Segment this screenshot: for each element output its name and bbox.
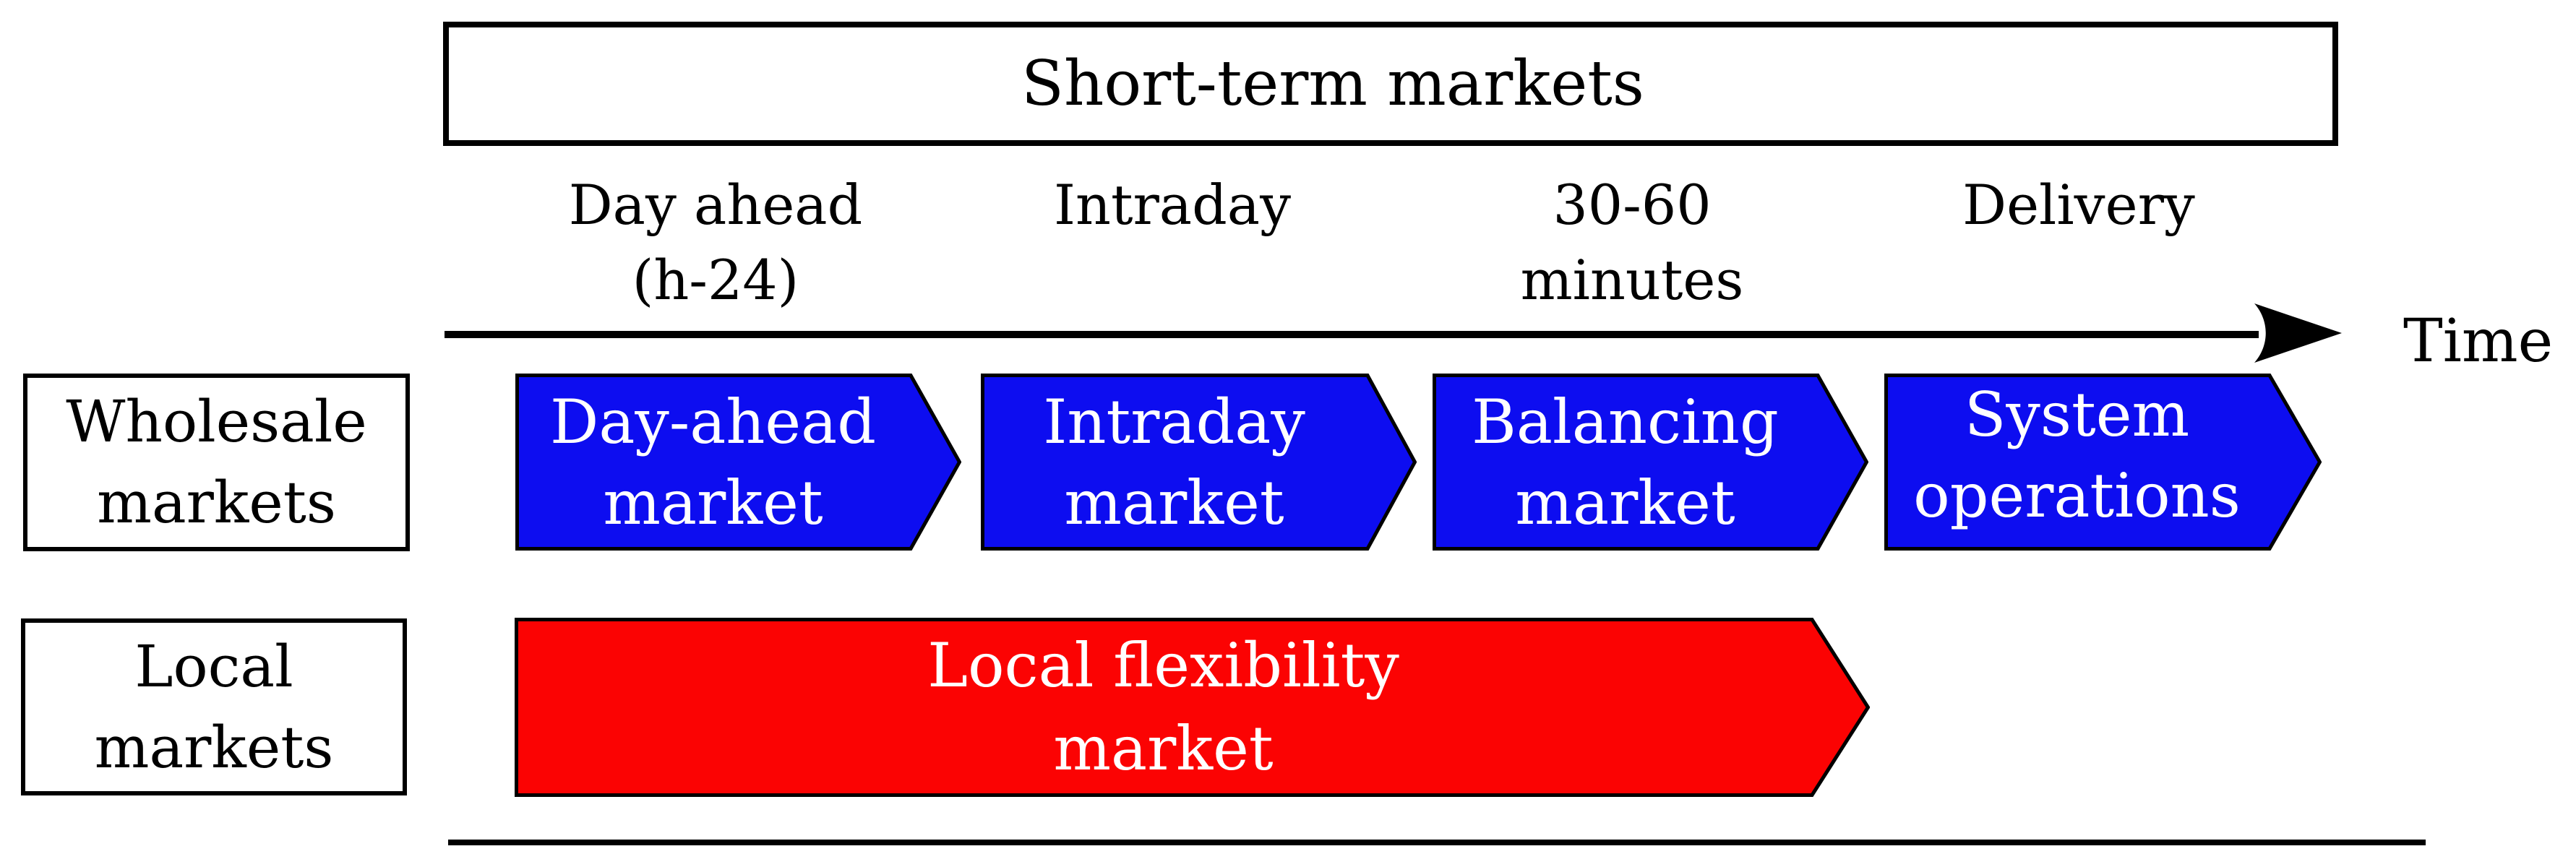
stage-label-line2: minutes — [1520, 248, 1744, 312]
system-operations-arrow: System operations — [1884, 374, 2322, 551]
local-flexibility-market-arrow: Local flexibility market — [515, 618, 1870, 797]
intraday-market-arrow: Intraday market — [981, 374, 1417, 551]
arrow-label-line1: Balancing — [1472, 386, 1779, 457]
arrow-label-line2: market — [603, 467, 823, 538]
chevron-shape — [1884, 374, 2322, 551]
local-markets-box: Local markets — [21, 618, 407, 795]
wholesale-markets-line1: Wholesale — [66, 388, 367, 455]
chevron-shape — [981, 374, 1417, 551]
arrow-label-line1: Intraday — [1043, 386, 1305, 457]
local-markets-line2: markets — [94, 713, 334, 781]
stage-label-intraday: Intraday — [919, 168, 1425, 243]
arrow-label-line1: Local flexibility — [927, 630, 1399, 701]
stage-label-line1: 30-60 — [1553, 173, 1712, 237]
short-term-markets-title: Short-term markets — [1021, 48, 1644, 120]
arrow-label-line1: System — [1964, 379, 2190, 450]
arrow-label-line1: Day-ahead — [549, 386, 876, 457]
wholesale-markets-box: Wholesale markets — [23, 374, 410, 551]
wholesale-markets-line2: markets — [97, 469, 336, 536]
time-axis-label: Time — [2403, 307, 2554, 376]
short-term-markets-box: Short-term markets — [443, 22, 2338, 146]
arrow-label-line2: market — [1064, 467, 1284, 538]
bottom-divider-line — [448, 840, 2426, 845]
stage-label-line1: Delivery — [1962, 173, 2195, 237]
chevron-shape — [515, 618, 1870, 797]
stage-label-line2: (h-24) — [632, 248, 799, 312]
chevron-shape — [1433, 374, 1868, 551]
day-ahead-market-arrow: Day-ahead market — [515, 374, 961, 551]
arrow-label-line2: market — [1053, 713, 1274, 784]
time-axis-line — [445, 331, 2259, 338]
stage-label-day-ahead: Day ahead (h-24) — [463, 168, 969, 318]
local-markets-line1: Local — [134, 632, 293, 700]
stage-label-30-60-minutes: 30-60 minutes — [1379, 168, 1885, 318]
stage-label-line1: Day ahead — [568, 173, 863, 237]
stage-label-line1: Intraday — [1053, 173, 1292, 237]
balancing-market-arrow: Balancing market — [1433, 374, 1868, 551]
arrow-label-line2: operations — [1913, 460, 2241, 531]
chevron-shape — [515, 374, 961, 551]
arrow-label-line2: market — [1515, 467, 1735, 538]
stage-label-delivery: Delivery — [1826, 168, 2332, 243]
time-axis-arrowhead-icon — [2254, 303, 2342, 363]
